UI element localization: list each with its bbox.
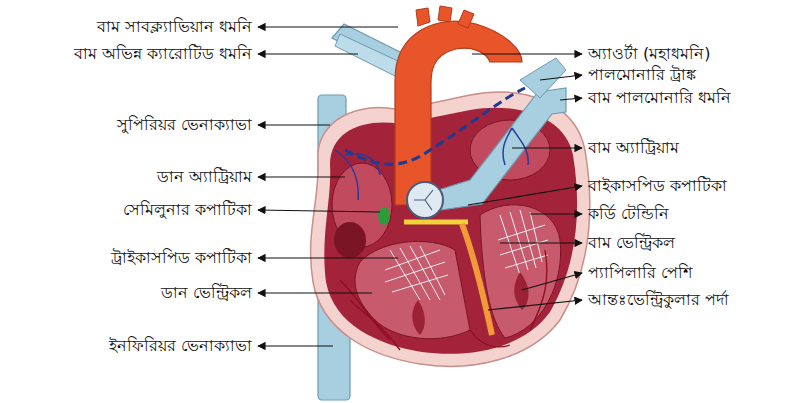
part-label: ডান অ্যাট্রিয়াম — [157, 167, 252, 187]
part-label: পালমোনারি ট্রাঙ্ক — [588, 65, 696, 85]
part-label: বাম অ্যাট্রিয়াম — [588, 138, 679, 158]
heart-wall — [311, 92, 590, 366]
part-label: প্যাপিলারি পেশি — [588, 263, 692, 283]
myocardium — [324, 108, 577, 354]
valve-ring — [404, 220, 468, 225]
part-label: কর্ডি টেন্ডিনি — [588, 204, 669, 224]
septum — [462, 224, 492, 335]
artery-branch — [335, 34, 400, 76]
part-label: বাম সাবক্ল্যাভিয়ান ধমনি — [97, 17, 252, 37]
part-label: ডান ভেন্ট্রিকল — [161, 283, 252, 303]
part-label: বাম ভেন্ট্রিকল — [588, 233, 675, 253]
aortic-branches — [416, 6, 474, 28]
papillary-muscle — [412, 300, 425, 335]
coronary-vessels — [340, 250, 547, 350]
atrium-opening — [334, 222, 366, 258]
part-label: বাম পালমোনারি ধমনি — [588, 88, 731, 108]
part-label: সেমিলুনার কপাটিকা — [123, 200, 252, 220]
part-label: ট্রাইকাসপিড কপাটিকা — [111, 248, 252, 268]
right-ventricle — [355, 241, 470, 338]
part-label: আন্তঃভেন্ট্রিকুলার পর্দা — [588, 290, 729, 310]
veins — [335, 128, 528, 200]
part-label: বাইকাসপিড কপাটিকা — [588, 176, 727, 196]
leader-lines — [258, 27, 582, 346]
left-ventricle — [480, 205, 561, 338]
part-label: বাম অভিন্ন ক্যারোটিড ধমনি — [74, 44, 252, 64]
valve — [378, 207, 390, 225]
part-label: অ্যাওর্টা (মহাধমনি) — [588, 44, 711, 64]
valve-cusps — [414, 190, 433, 210]
part-label: ইনফিরিয়র ভেনাক্যাভা — [109, 336, 252, 356]
dashed-path — [345, 88, 525, 164]
part-label: সুপিরিয়র ভেনাক্যাভা — [117, 115, 252, 135]
papillary-muscle — [514, 272, 528, 310]
semilunar-valve — [407, 182, 443, 218]
